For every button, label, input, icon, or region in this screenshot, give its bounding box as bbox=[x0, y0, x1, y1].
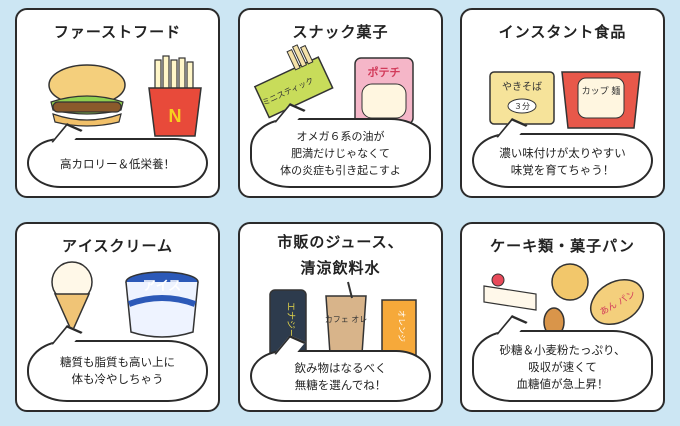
fries-logo: N bbox=[169, 106, 182, 126]
energy-can-label: エナジー bbox=[285, 302, 296, 338]
speech-bubble: オメガ６系の油が肥満だけじゃなくて体の炎症も引き起こすよ bbox=[250, 103, 431, 188]
card-fast-food: ファーストフード N 高カロリー＆低栄養！ bbox=[15, 8, 220, 198]
instant-food-illustration: やきそば ３分 カップ 麺 bbox=[489, 71, 641, 129]
card-instant-food: インスタント食品 やきそば ３分 カップ 麺 濃い味付けが太りやすい味覚を育てち… bbox=[460, 8, 665, 198]
card-title-line1: 市販のジュース、 bbox=[277, 233, 404, 251]
speech-bubble: 糖質も脂質も高い上に体も冷やしちゃう bbox=[27, 325, 208, 402]
speech-bubble: 砂糖＆小麦粉たっぷり、吸収が速くて血糖値が急上昇！ bbox=[472, 315, 653, 402]
card-ice-cream: アイスクリーム アイス 糖質も脂質も高い上に体も冷やしちゃう bbox=[15, 222, 220, 412]
speech-bubble: 高カロリー＆低栄養！ bbox=[27, 123, 208, 188]
cake-bread-illustration: あん パン bbox=[483, 263, 644, 337]
card-title: アイスクリーム bbox=[61, 237, 174, 255]
speech-bubble: 濃い味付けが太りやすい味覚を育てちゃう！ bbox=[472, 118, 653, 188]
snack-illustration: ミニスティック ポテチ bbox=[253, 44, 414, 125]
bubble-text: 高カロリー＆低栄養！ bbox=[60, 157, 175, 171]
card-juice: 市販のジュース、 清涼飲料水 エナジー カフェ オレ オレンジ 飲み物はなるべく… bbox=[238, 222, 443, 412]
yakisoba-time: ３分 bbox=[514, 102, 530, 111]
burger-fries-illustration: N bbox=[48, 55, 202, 137]
card-title: ファーストフード bbox=[53, 23, 182, 41]
bubble-text: 砂糖＆小麦粉たっぷり、吸収が速くて血糖値が急上昇！ bbox=[499, 343, 626, 391]
card-title: インスタント食品 bbox=[498, 23, 627, 41]
bubble-text: 濃い味付けが太りやすい味覚を育てちゃう！ bbox=[499, 146, 626, 177]
cup-noodle-label: カップ 麺 bbox=[582, 85, 621, 97]
bubble-text: 飲み物はなるべく無糖を選んでね！ bbox=[294, 361, 387, 392]
ice-cup-label: アイス bbox=[143, 279, 182, 294]
orange-juice-label: オレンジ bbox=[397, 310, 406, 342]
ice-cream-illustration: アイス bbox=[51, 261, 199, 338]
bubble-text: オメガ６系の油が肥満だけじゃなくて体の炎症も引き起こすよ bbox=[280, 130, 401, 177]
card-snack: スナック菓子 ミニスティック ポテチ オメガ６系の油が肥満だけじゃなくて体の炎症… bbox=[238, 8, 443, 198]
card-cake: ケーキ類・菓子パン あん パン 砂糖＆小麦粉たっぷり、吸収が速くて血糖値が急上昇… bbox=[460, 222, 665, 412]
chips-label: ポテチ bbox=[368, 65, 401, 79]
yakisoba-label: やきそば bbox=[502, 81, 542, 93]
cafe-ole-label: カフェ オレ bbox=[325, 315, 368, 324]
card-title-line2: 清涼飲料水 bbox=[300, 259, 381, 277]
bubble-text: 糖質も脂質も高い上に体も冷やしちゃう bbox=[60, 355, 175, 386]
speech-bubble: 飲み物はなるべく無糖を選んでね！ bbox=[250, 335, 431, 402]
card-title: スナック菓子 bbox=[292, 23, 389, 41]
card-title: ケーキ類・菓子パン bbox=[490, 237, 635, 255]
